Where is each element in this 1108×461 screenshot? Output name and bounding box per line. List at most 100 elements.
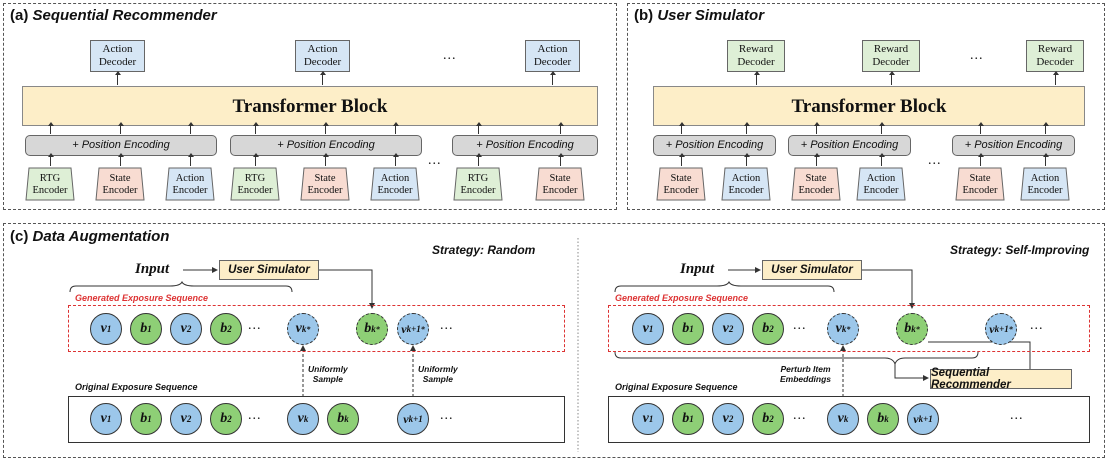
arrow xyxy=(977,153,984,166)
arrow xyxy=(322,122,329,134)
generated-sequence-label-left: Generated Exposure Sequence xyxy=(75,293,209,303)
ellipsis-encoders-a: ... xyxy=(428,153,442,168)
arrow xyxy=(392,122,399,134)
action-encoder-b1: Action Encoder xyxy=(728,173,764,196)
arrow xyxy=(475,153,482,166)
arrow xyxy=(878,122,885,134)
ellipsis: ... xyxy=(793,408,807,423)
uniformly-sample-label-1: Uniformly Sample xyxy=(308,364,348,384)
arrow xyxy=(252,153,259,166)
arrow xyxy=(743,153,750,166)
panel-c-title: (c) Data Augmentation xyxy=(10,228,169,245)
position-encoding-b1: + Position Encoding xyxy=(653,135,776,156)
panel-a-title-text: Sequential Recommender xyxy=(32,7,217,24)
ellipsis: ... xyxy=(793,318,807,333)
action-encoder-b3: Action Encoder xyxy=(1027,173,1063,196)
panel-sequential-recommender xyxy=(3,3,617,210)
action-encoder-a2: Action Encoder xyxy=(377,173,413,196)
perturb-item-embeddings-label: Perturb Item Embeddings xyxy=(780,364,832,384)
arrow xyxy=(1042,122,1049,134)
arrow xyxy=(1052,71,1059,85)
generated-sequence-label-right: Generated Exposure Sequence xyxy=(615,293,749,303)
generated-sequence-box-left xyxy=(68,305,565,352)
position-encoding-b3: + Position Encoding xyxy=(952,135,1075,156)
strategy-random-label: Strategy: Random xyxy=(432,243,536,257)
ellipsis: ... xyxy=(440,408,454,423)
arrow xyxy=(187,122,194,134)
reward-decoder-1: Reward Decoder xyxy=(727,40,785,72)
state-encoder-b3: State Encoder xyxy=(962,173,998,196)
position-encoding-a3: + Position Encoding xyxy=(452,135,598,156)
ellipsis-decoders-b: ... xyxy=(970,48,984,63)
action-decoder-2: Action Decoder xyxy=(295,40,350,72)
rtg-encoder-a2: RTG Encoder xyxy=(237,173,273,196)
arrow xyxy=(187,153,194,166)
rtg-encoder-a3: RTG Encoder xyxy=(460,173,496,196)
reward-decoder-2: Reward Decoder xyxy=(862,40,920,72)
arrow xyxy=(753,71,760,85)
rtg-encoder-a1: RTG Encoder xyxy=(32,173,68,196)
action-encoder-a1: Action Encoder xyxy=(172,173,208,196)
panel-a-title: (a) Sequential Recommender xyxy=(10,7,217,24)
ellipsis: ... xyxy=(440,318,454,333)
user-simulator-box-left: User Simulator xyxy=(219,260,319,280)
arrow xyxy=(878,153,885,166)
input-label-left: Input xyxy=(135,261,170,277)
panel-user-simulator xyxy=(627,3,1105,210)
arrow xyxy=(557,153,564,166)
panel-b-title: (b) User Simulator xyxy=(634,7,764,24)
action-encoder-b2: Action Encoder xyxy=(863,173,899,196)
state-encoder-a1: State Encoder xyxy=(102,173,138,196)
original-sequence-box-left xyxy=(68,396,565,443)
arrow xyxy=(475,122,482,134)
transformer-block-b: Transformer Block xyxy=(653,86,1085,126)
action-decoder-3: Action Decoder xyxy=(525,40,580,72)
arrow xyxy=(813,153,820,166)
action-decoder-1: Action Decoder xyxy=(90,40,145,72)
arrow xyxy=(47,153,54,166)
arrow xyxy=(47,122,54,134)
state-encoder-b2: State Encoder xyxy=(798,173,834,196)
reward-decoder-3: Reward Decoder xyxy=(1026,40,1084,72)
panel-c-title-text: Data Augmentation xyxy=(32,228,170,245)
ellipsis-encoders-b: ... xyxy=(928,153,942,168)
generated-sequence-box-right xyxy=(608,305,1090,352)
arrow xyxy=(1042,153,1049,166)
state-encoder-b1: State Encoder xyxy=(663,173,699,196)
arrow xyxy=(888,71,895,85)
original-sequence-label-right: Original Exposure Sequence xyxy=(615,382,738,392)
ellipsis: ... xyxy=(1010,408,1024,423)
state-encoder-a3: State Encoder xyxy=(542,173,578,196)
ellipsis: ... xyxy=(248,408,262,423)
panel-c-prefix: (c) xyxy=(10,228,33,245)
arrow xyxy=(114,71,121,85)
arrow xyxy=(678,122,685,134)
strategy-self-improving-label: Strategy: Self-Improving xyxy=(950,243,1090,257)
panel-data-augmentation xyxy=(3,223,1105,458)
ellipsis: ... xyxy=(1030,318,1044,333)
arrow xyxy=(322,153,329,166)
arrow xyxy=(813,122,820,134)
original-sequence-box-right xyxy=(608,396,1090,443)
arrow xyxy=(117,153,124,166)
transformer-block-a: Transformer Block xyxy=(22,86,598,126)
arrow xyxy=(392,153,399,166)
